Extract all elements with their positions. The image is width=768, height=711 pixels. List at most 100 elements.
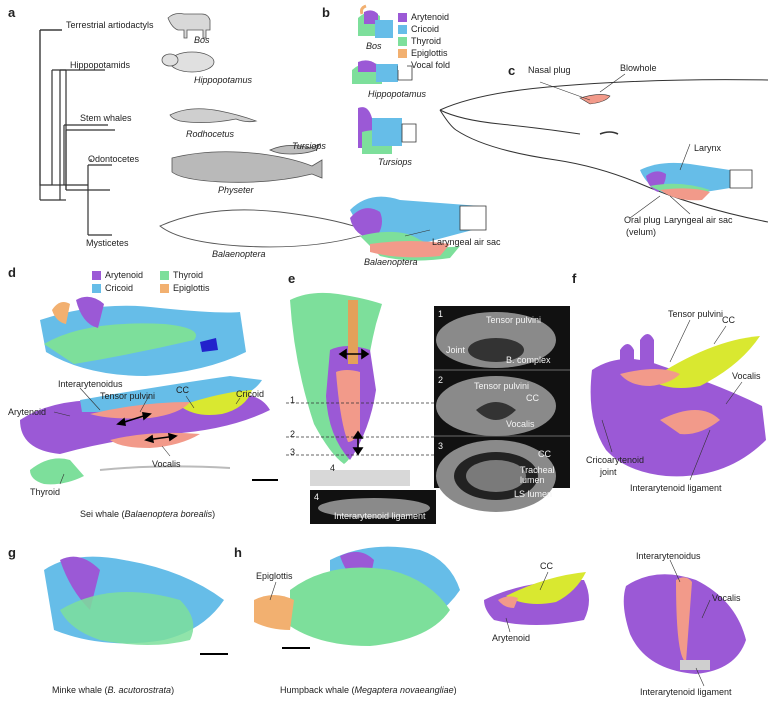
e-slice-1-b-complex: B. complex	[506, 355, 551, 365]
clade-label-hippopotamids: Hippopotamids	[70, 60, 131, 70]
legend-b-label: Thyroid	[411, 36, 442, 46]
h-leader-lines	[269, 559, 711, 687]
larynx-in-head	[640, 162, 753, 201]
f-label-cc: CC	[722, 315, 735, 325]
larynx-balaenoptera	[350, 196, 487, 261]
d-label-cricoid: Cricoid	[236, 389, 265, 399]
legend-b-vocal-fold: Vocal fold	[398, 60, 450, 70]
f-label-joint: joint	[600, 467, 617, 477]
b-taxon-balaenoptera: Balaenoptera	[364, 257, 418, 267]
f-label-vocalis: Vocalis	[732, 371, 761, 381]
f-model	[590, 334, 766, 477]
taxon-label-balaenoptera: Balaenoptera	[212, 249, 266, 259]
swatch-cricoid	[398, 24, 407, 34]
legend-b-thyroid: Thyroid	[398, 36, 441, 46]
e-slice-1-tensor-pulvini: Tensor pulvini	[486, 315, 542, 325]
f-label-cricoarytenoid: Cricoarytenoid	[586, 455, 645, 465]
b-taxon-tursiops: Tursiops	[378, 157, 412, 167]
e-model	[290, 292, 410, 486]
whale-head-outline	[439, 79, 768, 223]
swatch-thyroid	[160, 270, 169, 280]
legend-b-arytenoid: Arytenoid	[398, 12, 449, 22]
swatch-epiglottis	[160, 283, 169, 293]
legend-d-label: Thyroid	[173, 270, 204, 280]
c-label-oral-plug: Oral plug	[624, 215, 661, 225]
legend-b-label: Cricoid	[411, 24, 440, 34]
clade-label-stem-whales: Stem whales	[80, 113, 132, 123]
legend-d-epiglottis: Epiglottis	[160, 283, 210, 293]
e-slice-3-cc: CC	[538, 449, 551, 459]
legend-d-label: Cricoid	[105, 283, 134, 293]
h-label-interarytenoidus: Interarytenoidus	[636, 551, 701, 561]
swatch-cricoid	[92, 283, 101, 293]
d-label-thyroid: Thyroid	[30, 487, 61, 497]
e-slice-3-number: 3	[438, 441, 444, 451]
g-caption-pre: Minke whale (	[52, 685, 108, 695]
f-label-tensor-pulvini: Tensor pulvini	[668, 309, 724, 319]
tree-branches	[39, 29, 112, 236]
rodhocetus-silhouette	[169, 108, 258, 123]
larynx-tursiops	[358, 107, 417, 154]
legend-b-epiglottis: Epiglottis	[398, 48, 448, 58]
d-leader-lines	[53, 387, 241, 485]
panel-letter-e: e	[288, 271, 296, 286]
balaenoptera-silhouette	[159, 209, 374, 248]
e-slice-2-cc: CC	[526, 393, 539, 403]
panel-letter-h: h	[234, 545, 242, 560]
legend-b-label: Arytenoid	[411, 12, 450, 22]
c-label-velum: (velum)	[626, 227, 657, 237]
c-label-larynx: Larynx	[694, 143, 722, 153]
h-label-interarytenoid-ligament: Interarytenoid ligament	[640, 687, 732, 697]
c-label-laryngeal-air-sac: Laryngeal air sac	[664, 215, 733, 225]
d-label-cc: CC	[176, 385, 189, 395]
c-leader-lines	[404, 73, 691, 237]
clade-label-odontocetes: Odontocetes	[88, 154, 140, 164]
panel-letter-f: f	[572, 271, 577, 286]
legend-d-arytenoid: Arytenoid	[92, 270, 143, 280]
d-label-vocalis: Vocalis	[152, 459, 181, 469]
e-slice-2-tensor-pulvini: Tensor pulvini	[474, 381, 530, 391]
physeter-silhouette	[171, 151, 323, 183]
legend-d-label: Epiglottis	[173, 283, 210, 293]
e-section-lines	[286, 402, 444, 456]
g-caption: Minke whale (B. acutorostrata)	[52, 686, 174, 695]
legend-b-label: Vocal fold	[411, 60, 451, 70]
f-leader-lines	[601, 319, 743, 481]
b-taxon-hippopotamus: Hippopotamus	[368, 89, 427, 99]
panel-letter-g: g	[8, 545, 16, 560]
larynx-bos	[358, 4, 393, 38]
swatch-thyroid	[398, 36, 407, 46]
e-slice-2-number: 2	[438, 375, 444, 385]
d-caption: Sei whale (Balaenoptera borealis)	[80, 510, 215, 519]
h-caption-post: )	[453, 685, 457, 695]
swatch-arytenoid	[92, 270, 101, 280]
swatch-vocal-fold	[398, 60, 407, 70]
h-caption-pre: Humpback whale (	[280, 685, 355, 695]
d-label-tensor-pulvini: Tensor pulvini	[100, 391, 156, 401]
taxon-label-tursiops: Tursiops	[292, 141, 326, 151]
h-model-mid	[484, 572, 589, 625]
hippo-silhouette	[161, 51, 215, 73]
g-model	[44, 556, 224, 645]
h-label-epiglottis: Epiglottis	[256, 571, 293, 581]
g-caption-post: )	[171, 685, 175, 695]
e-section-2: 2	[290, 429, 296, 439]
d-arrows	[116, 412, 178, 444]
e-section-3: 3	[290, 447, 296, 457]
e-slice-1-number: 1	[438, 309, 444, 319]
d-label-arytenoid: Arytenoid	[8, 407, 47, 417]
h-model-main	[254, 546, 460, 646]
taxon-label-physeter: Physeter	[218, 185, 254, 195]
clade-label-mysticetes: Mysticetes	[86, 238, 129, 248]
h-caption-species: Megaptera novaeangliae	[354, 685, 454, 695]
f-label-interarytenoid-ligament: Interarytenoid ligament	[630, 483, 722, 493]
e-section-4: 4	[330, 463, 336, 473]
tursiops-silhouette	[269, 143, 322, 155]
larynx-hippo	[352, 60, 413, 84]
e-section-1: 1	[290, 395, 296, 405]
e-slice-3-tracheal: Tracheal	[520, 465, 555, 475]
taxon-label-bos: Bos	[194, 35, 210, 45]
e-slice-2-vocalis: Vocalis	[506, 419, 535, 429]
h-model-right	[623, 574, 746, 674]
